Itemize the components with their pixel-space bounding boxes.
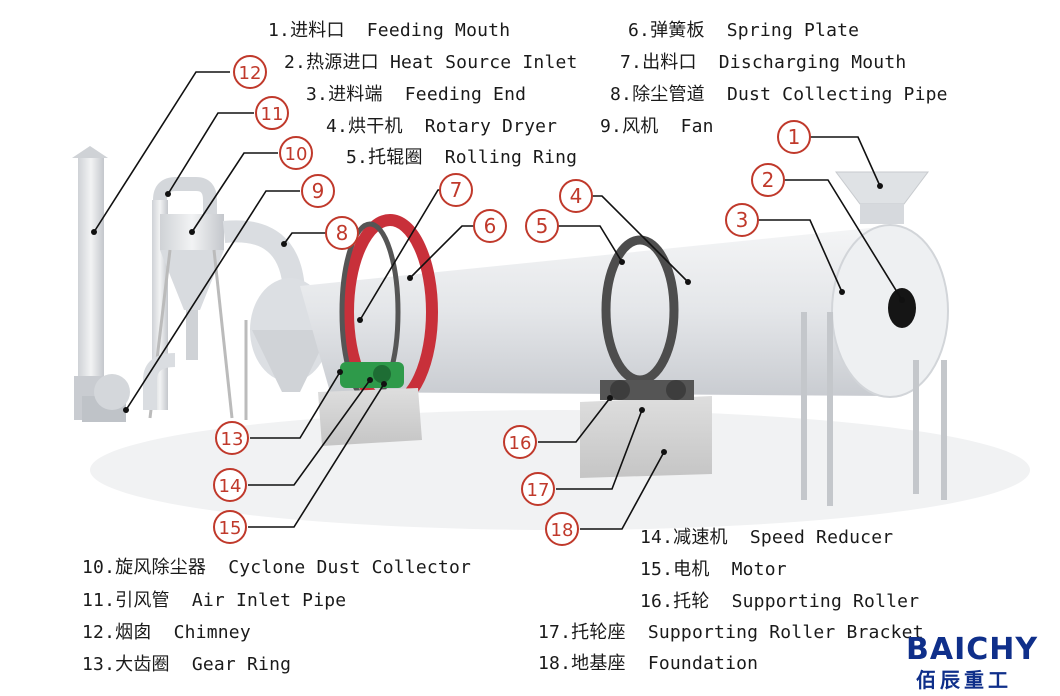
callout-number: 13 [221, 429, 244, 450]
callout-6: 6 [473, 209, 507, 243]
foundation-right [580, 380, 712, 478]
legend-item-14: 14.减速机 Speed Reducer [640, 527, 894, 548]
motor-and-reducer [340, 362, 404, 388]
leader-dots [91, 183, 905, 455]
legend-item-13: 13.大齿圈 Gear Ring [82, 654, 292, 675]
callout-7: 7 [439, 173, 473, 207]
legend-item-6: 6.弹簧板 Spring Plate [628, 20, 860, 41]
callout-16: 16 [503, 425, 537, 459]
callout-10: 10 [279, 136, 313, 170]
callout-5: 5 [525, 209, 559, 243]
callout-number: 18 [551, 520, 574, 541]
air-inlet-pipe [143, 353, 176, 410]
callout-number: 6 [484, 214, 497, 238]
legend-item-11: 11.引风管 Air Inlet Pipe [82, 590, 347, 611]
callout-number: 3 [736, 208, 749, 232]
brand-logo-en: BAICHY [906, 632, 1039, 667]
callout-number: 8 [336, 221, 349, 245]
callout-number: 16 [509, 433, 532, 454]
callout-number: 2 [762, 168, 775, 192]
legend-item-5: 5.托辊圈 Rolling Ring [346, 147, 578, 168]
legend-item-15: 15.电机 Motor [640, 559, 787, 580]
legend-item-9: 9.风机 Fan [600, 116, 714, 137]
callout-number: 12 [239, 63, 262, 84]
callout-number: 1 [788, 125, 801, 149]
legend-item-3: 3.进料端 Feeding End [306, 84, 527, 105]
callout-number: 11 [261, 104, 284, 125]
callout-9: 9 [301, 174, 335, 208]
cyclone-dust-collector [148, 177, 234, 419]
fan [82, 374, 130, 422]
callout-number: 7 [450, 178, 463, 202]
dust-collecting-pipe [222, 220, 305, 292]
brand-logo-cn: 佰辰重工 [916, 668, 1012, 692]
leader-lines [93, 71, 903, 530]
callout-number: 14 [219, 476, 242, 497]
callout-4: 4 [559, 179, 593, 213]
legend-item-7: 7.出料口 Discharging Mouth [620, 52, 907, 73]
legend-item-18: 18.地基座 Foundation [538, 653, 759, 674]
callout-number: 9 [312, 179, 325, 203]
callout-15: 15 [213, 510, 247, 544]
callout-13: 13 [215, 421, 249, 455]
callout-14: 14 [213, 468, 247, 502]
legend-item-10: 10.旋风除尘器 Cyclone Dust Collector [82, 557, 472, 578]
callout-number: 10 [285, 144, 308, 165]
callout-11: 11 [255, 96, 289, 130]
foundation-left [318, 388, 422, 446]
legend-item-12: 12.烟囱 Chimney [82, 622, 251, 643]
callout-3: 3 [725, 203, 759, 237]
support-legs [801, 312, 947, 506]
callout-18: 18 [545, 512, 579, 546]
callout-17: 17 [521, 472, 555, 506]
heat-source-inlet [888, 288, 916, 328]
callout-2: 2 [751, 163, 785, 197]
legend-item-8: 8.除尘管道 Dust Collecting Pipe [610, 84, 948, 105]
callout-number: 4 [570, 184, 583, 208]
legend-item-2: 2.热源进口 Heat Source Inlet [284, 52, 578, 73]
callout-12: 12 [233, 55, 267, 89]
legend-item-4: 4.烘干机 Rotary Dryer [326, 116, 558, 137]
legend-item-16: 16.托轮 Supporting Roller [640, 591, 920, 612]
callout-number: 15 [219, 518, 242, 539]
callout-number: 17 [527, 480, 550, 501]
callout-number: 5 [536, 214, 549, 238]
callout-8: 8 [325, 216, 359, 250]
callout-1: 1 [777, 120, 811, 154]
legend-item-17: 17.托轮座 Supporting Roller Bracket [538, 622, 924, 643]
rotary-drum [300, 224, 949, 398]
legend-item-1: 1.进料口 Feeding Mouth [268, 20, 511, 41]
